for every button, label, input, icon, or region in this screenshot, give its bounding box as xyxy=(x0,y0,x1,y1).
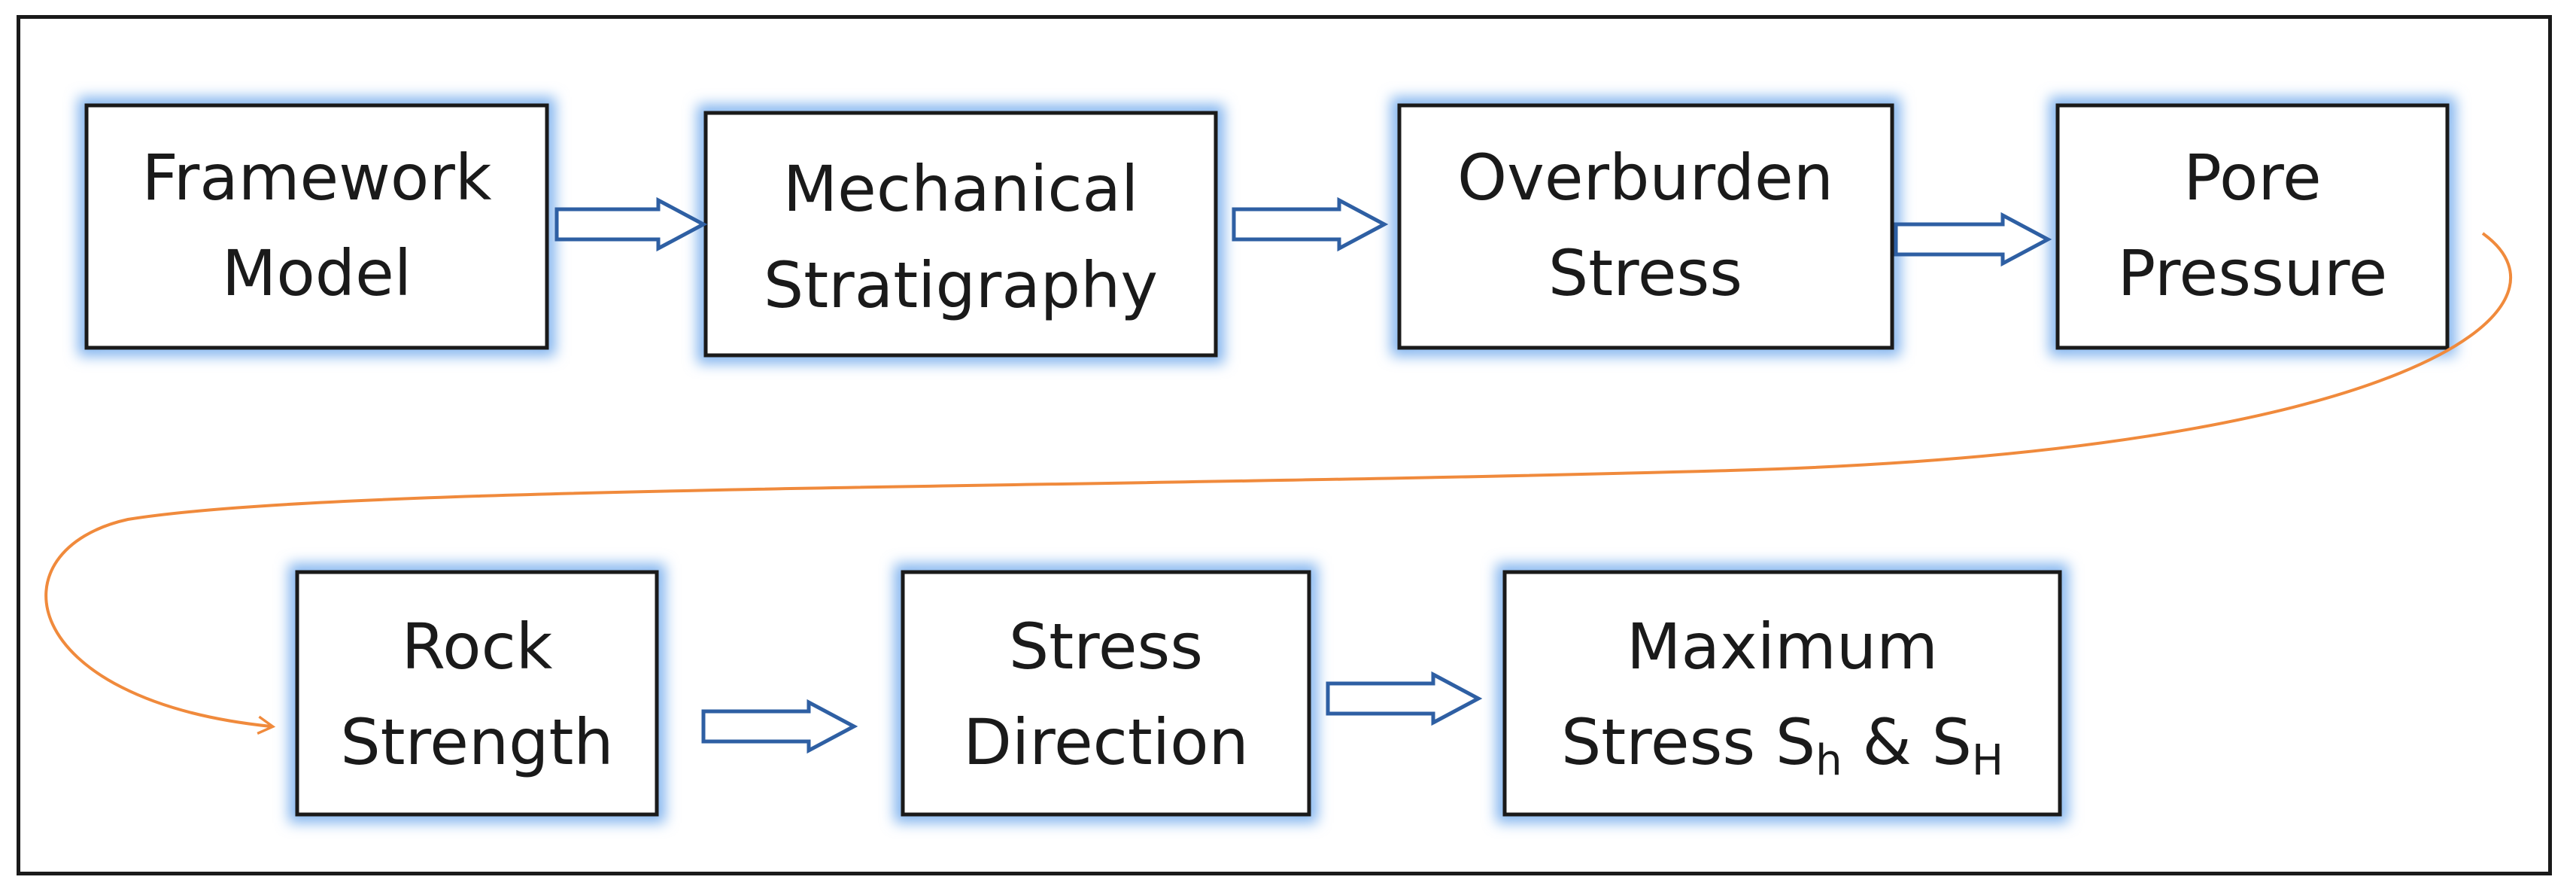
arrow-framework-to-mechanical xyxy=(554,196,708,252)
node-label-line: Maximum xyxy=(1627,610,1938,683)
node-pore-pressure: Pore Pressure xyxy=(2049,97,2456,356)
arrow-overburden-to-pore xyxy=(1894,212,2052,267)
node-label-line-with-subscripts: Stress Sh & SH xyxy=(1561,705,2003,785)
subscript: h xyxy=(1815,736,1842,785)
node-label-part: & S xyxy=(1842,705,1972,779)
arrow-rock-to-direction xyxy=(701,699,858,754)
node-label-line: Model xyxy=(222,236,412,310)
node-stress-direction: Stress Direction xyxy=(895,564,1317,823)
node-label-line: Strength xyxy=(340,705,613,779)
node-label-part: Stress S xyxy=(1561,705,1815,779)
node-label-line: Stress xyxy=(1009,610,1203,683)
node-label-line: Overburden xyxy=(1457,141,1833,215)
node-label-line: Rock xyxy=(402,610,553,683)
node-mechanical-stratigraphy: Mechanical Stratigraphy xyxy=(697,105,1224,364)
node-label-line: Mechanical xyxy=(783,152,1139,226)
node-label-line: Direction xyxy=(963,705,1248,779)
node-rock-strength: Rock Strength xyxy=(289,564,665,823)
node-label-line: Stratigraphy xyxy=(764,248,1158,322)
node-maximum-stress: Maximum Stress Sh & SH xyxy=(1496,564,2068,823)
node-framework-model: Framework Model xyxy=(78,97,555,356)
node-label-line: Framework xyxy=(142,141,492,215)
node-overburden-stress: Overburden Stress xyxy=(1391,97,1900,356)
subscript: H xyxy=(1972,736,2003,785)
arrow-mechanical-to-overburden xyxy=(1232,196,1389,252)
connector-pore-to-rock xyxy=(44,232,2512,735)
node-label-line: Stress xyxy=(1548,236,1742,310)
node-label-line: Pore xyxy=(2183,141,2321,215)
arrow-direction-to-maximum xyxy=(1326,671,1483,726)
node-label-line: Pressure xyxy=(2118,236,2388,310)
